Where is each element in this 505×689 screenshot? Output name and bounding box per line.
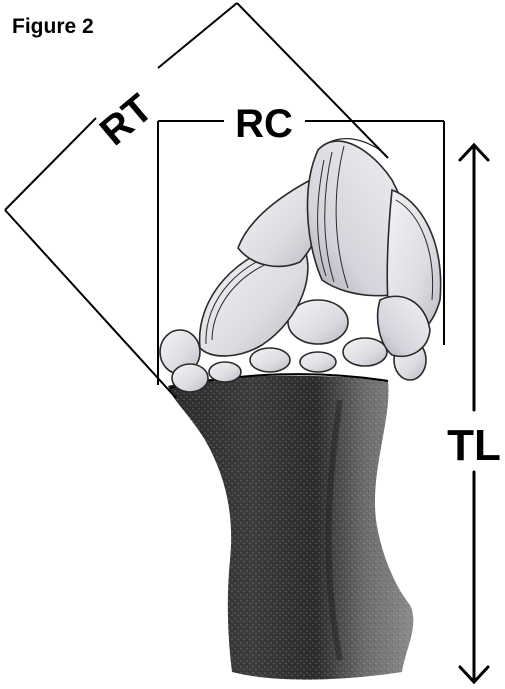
stalk-illustration [168, 374, 413, 679]
capitulum-illustration [160, 139, 441, 392]
tl-arrow [460, 145, 488, 682]
figure-title: Figure 2 [12, 15, 94, 38]
tl-label: TL [447, 421, 501, 470]
rc-label: RC [235, 102, 293, 146]
rt-label: RT [92, 86, 161, 154]
